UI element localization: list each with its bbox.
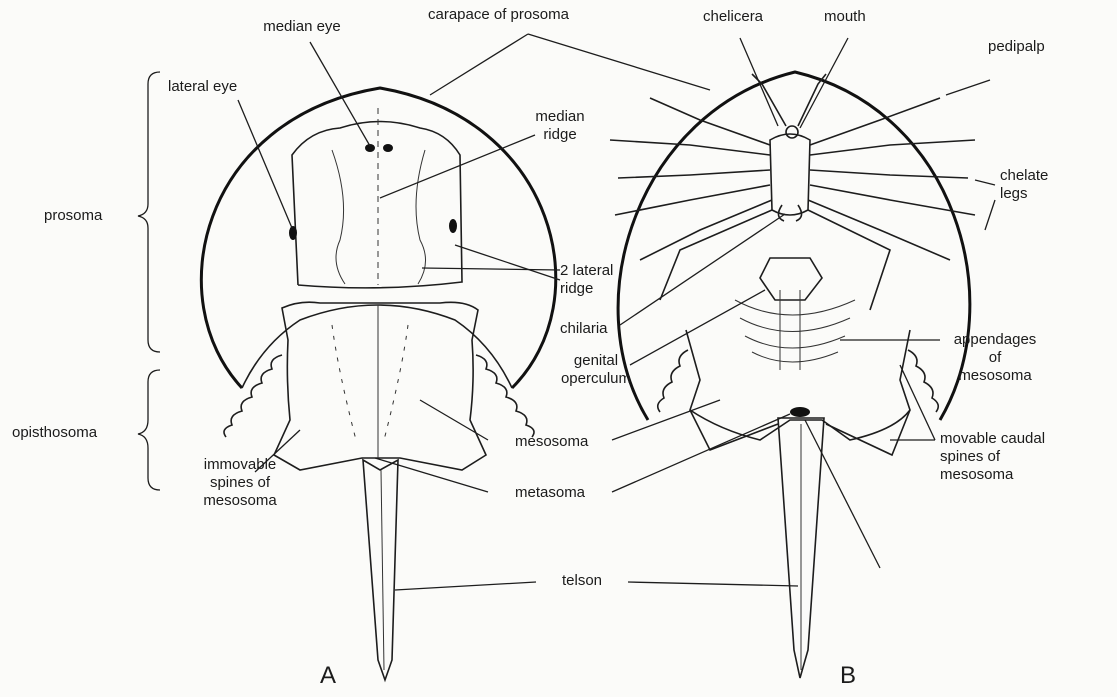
label-chilaria: chilaria	[560, 320, 608, 338]
panel-label-a: A	[320, 662, 336, 690]
label-chelicera: chelicera	[703, 8, 763, 26]
label-mouth: mouth	[824, 8, 866, 26]
label-movable-caudal-spines: movable caudal spines of mesosoma	[940, 430, 1045, 484]
a-muscle-marks-left	[332, 325, 356, 440]
a-opisthosoma-outline	[274, 302, 486, 470]
label-appendages-of-mesosoma: appendages of mesosoma	[935, 331, 1055, 385]
b-spines-left	[658, 350, 688, 412]
label-opisthosoma: opisthosoma	[12, 424, 97, 442]
figure-a-dorsal	[201, 88, 555, 680]
a-spines-right	[476, 355, 534, 437]
a-muscle-marks-right	[384, 325, 408, 440]
a-inner-ridge-right	[416, 150, 426, 284]
label-metasoma: metasoma	[515, 484, 585, 502]
a-telson-midline	[381, 470, 384, 670]
bracket-prosoma	[138, 72, 160, 352]
a-carapace-outline	[201, 88, 555, 388]
label-carapace-of-prosoma: carapace of prosoma	[428, 6, 569, 24]
bracket-opisthosoma	[138, 370, 160, 490]
label-immovable-spines: immovable spines of mesosoma	[180, 456, 300, 510]
a-carapace-rear	[242, 305, 512, 388]
label-lateral-eye: lateral eye	[168, 78, 237, 96]
label-telson: telson	[536, 572, 628, 590]
b-legs-left	[610, 98, 772, 300]
b-spines-right	[908, 350, 938, 412]
label-genital-operculum: genital operculum	[552, 352, 640, 388]
panel-label-b: B	[840, 662, 856, 690]
label-median-eye: median eye	[232, 18, 372, 36]
a-median-eye-right	[383, 144, 393, 152]
b-mesosoma-appendages	[735, 290, 855, 370]
leader-lines	[238, 34, 995, 590]
b-opisthosoma-outline	[686, 330, 910, 440]
label-mesosoma: mesosoma	[515, 433, 588, 451]
b-chelicera-left	[752, 74, 786, 126]
a-prosoma-shield	[292, 122, 462, 288]
b-chelicera-right	[798, 74, 826, 126]
label-prosoma: prosoma	[44, 207, 102, 225]
label-chelate-legs: chelate legs	[1000, 167, 1048, 203]
figure-b-ventral	[610, 72, 975, 678]
b-anus	[790, 407, 810, 417]
label-median-ridge: median ridge	[520, 108, 600, 144]
a-telson	[363, 460, 398, 680]
a-inner-ridge-left	[332, 150, 345, 284]
b-mouth	[786, 126, 798, 138]
a-lateral-eye-left	[289, 226, 297, 240]
label-lateral-ridge: 2 lateral ridge	[560, 262, 613, 298]
label-pedipalp: pedipalp	[988, 38, 1045, 56]
a-lateral-eye-right	[449, 219, 457, 233]
b-chilaria	[778, 205, 801, 221]
b-mouth-region	[770, 134, 810, 215]
b-genital-operculum	[760, 258, 822, 300]
